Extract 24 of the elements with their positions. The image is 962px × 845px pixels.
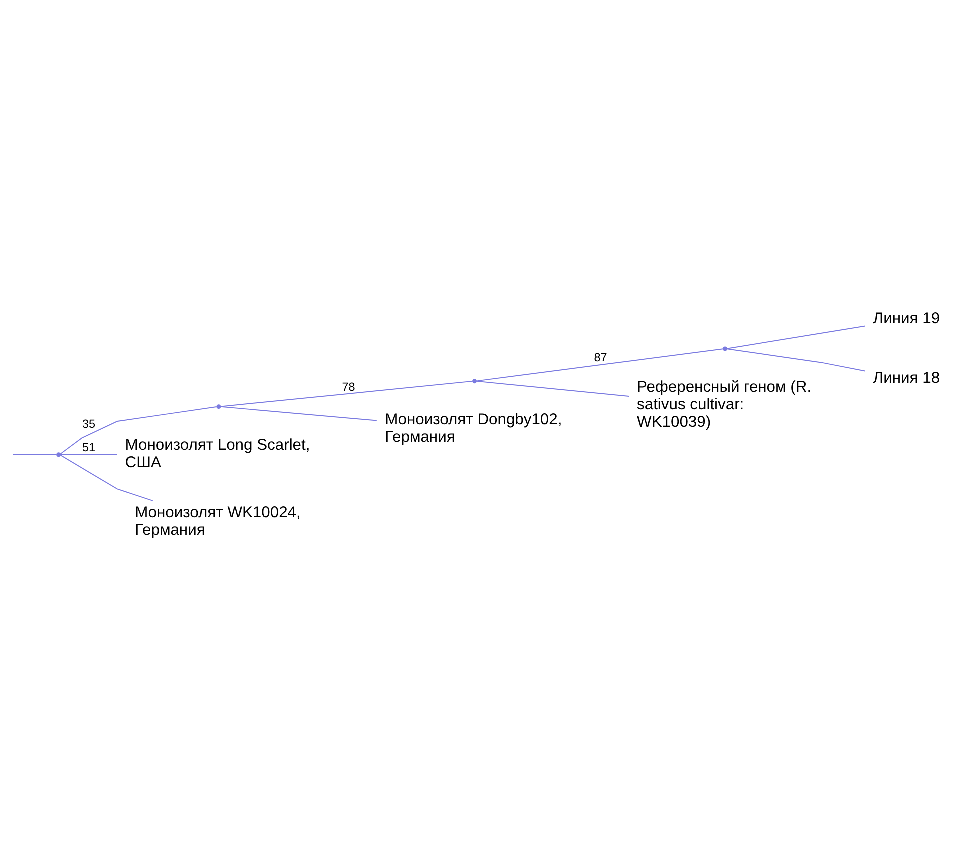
connector	[60, 454, 118, 455]
connector	[12, 454, 58, 455]
node-point	[472, 378, 478, 384]
connector	[726, 348, 866, 372]
connector	[60, 406, 218, 454]
node-text: Моноизолят Long Scarlet, США	[125, 436, 310, 471]
node-text: Референсный геном (R. sativus cultivar: WK10039)	[637, 378, 812, 431]
connector	[220, 406, 378, 421]
connector	[60, 454, 154, 501]
node-point	[723, 346, 728, 351]
edge-label: 87	[594, 350, 608, 364]
edge-label: 51	[82, 441, 96, 454]
edge-label: 35	[82, 418, 96, 430]
connector	[220, 380, 474, 407]
node-text: Линия 18	[873, 370, 940, 387]
connector	[476, 348, 724, 382]
connector	[476, 380, 630, 396]
edge-label: 78	[342, 380, 356, 394]
node-point	[216, 404, 222, 409]
node-text: Линия 19	[873, 310, 940, 327]
node-point	[56, 452, 62, 457]
node-text: Моноизолят Dongby102, Германия	[385, 410, 562, 446]
connector	[726, 325, 866, 349]
node-text: Моноизолят WK10024, Германия	[135, 504, 301, 539]
